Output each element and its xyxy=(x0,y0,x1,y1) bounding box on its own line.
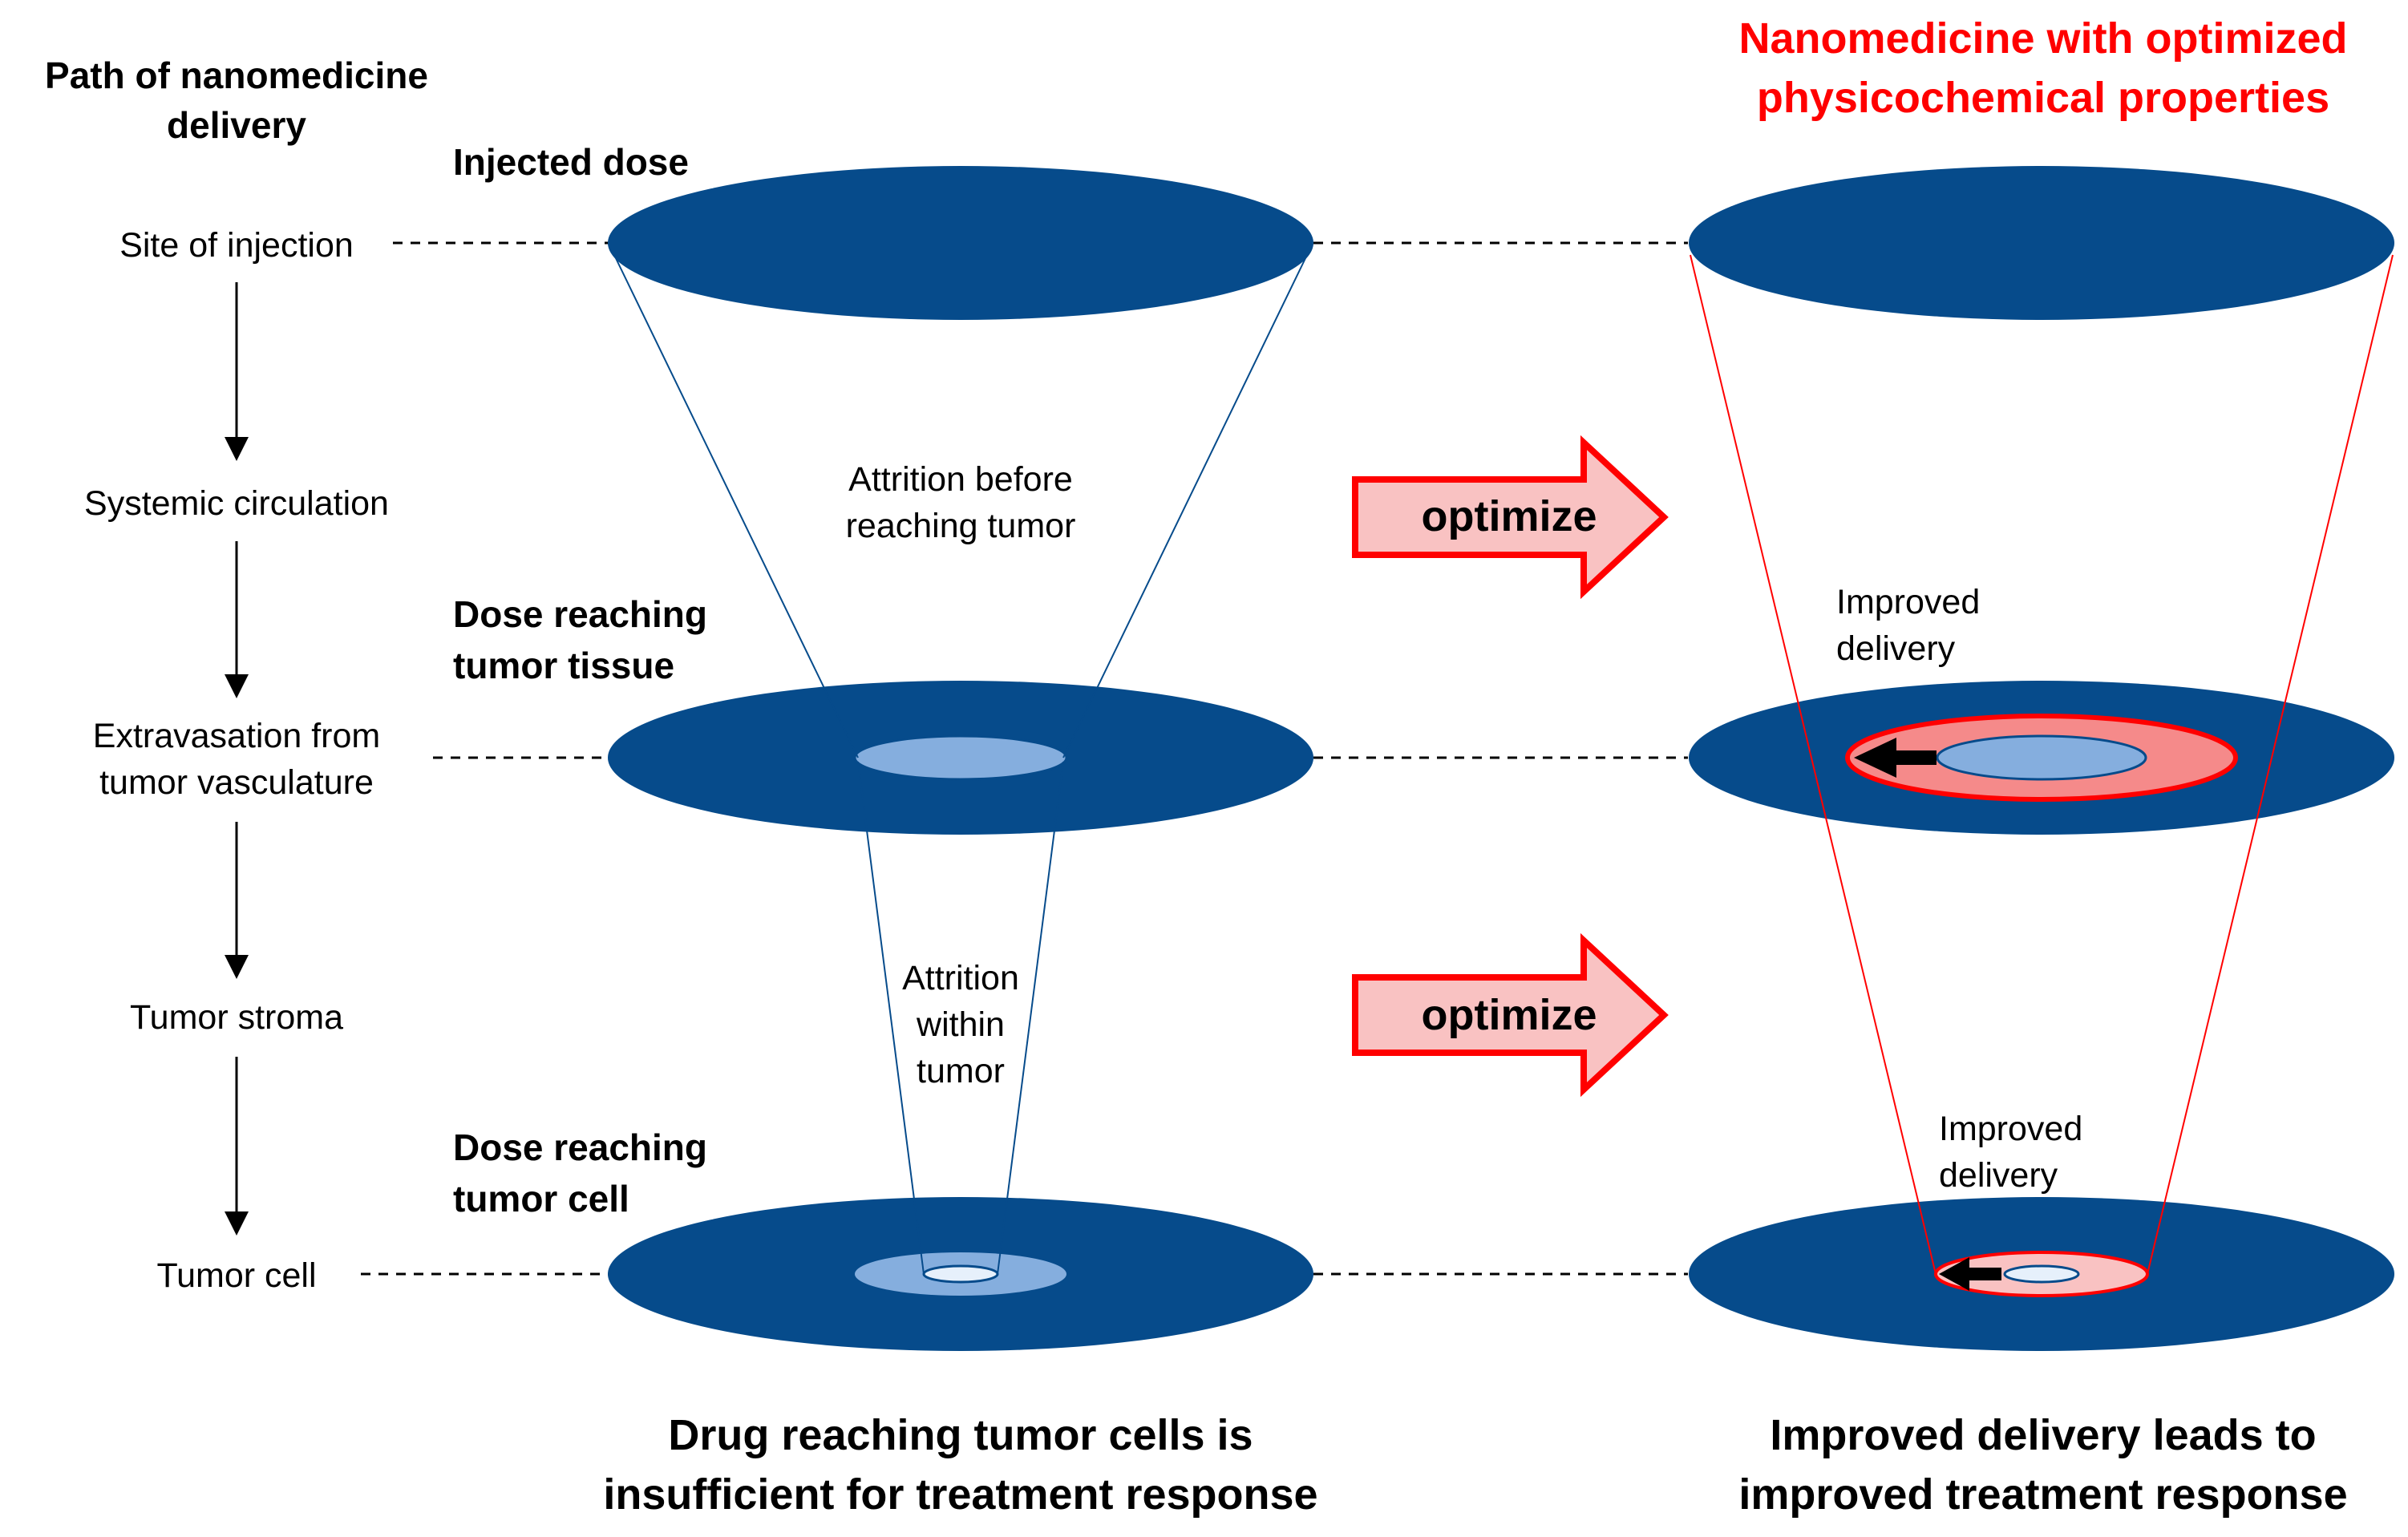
improved-delivery-lower-line2: delivery xyxy=(1939,1156,2058,1195)
right-title-line1: Nanomedicine with optimized xyxy=(1738,14,2347,63)
label-injected-dose: Injected dose xyxy=(453,141,689,183)
path-title-line2: delivery xyxy=(167,104,306,146)
push-arrow-lower xyxy=(1939,1257,2001,1291)
red-funnel-left-edge xyxy=(1690,254,1937,1275)
red-funnel-right-edge xyxy=(2147,254,2394,1275)
left-caption-line1: Drug reaching tumor cells is xyxy=(668,1411,1253,1459)
attrition-before-line1: Attrition before xyxy=(848,460,1073,499)
label-dose-tumor-cell-line2: tumor cell xyxy=(453,1178,629,1219)
inner-disc-tumor-tissue-left xyxy=(853,734,1068,781)
optimize-arrow-upper: optimize xyxy=(1352,435,1669,600)
push-arrow-upper xyxy=(1854,738,1937,778)
step-site-of-injection: Site of injection xyxy=(119,226,354,265)
disc-injected-dose-right xyxy=(1689,166,2394,320)
path-column: Path of nanomedicine delivery Site of in… xyxy=(45,55,428,1295)
dashed-connectors xyxy=(361,241,1688,1276)
path-title-line1: Path of nanomedicine xyxy=(45,55,428,96)
funnel-upper-right-edge xyxy=(1062,254,1308,758)
optimize-label-lower: optimize xyxy=(1421,991,1597,1039)
step-extravasation-line2: tumor vasculature xyxy=(99,763,374,802)
left-caption-line2: insufficient for treatment response xyxy=(603,1470,1317,1519)
label-dose-tumor-cell-line1: Dose reaching xyxy=(453,1126,707,1168)
attrition-within-line3: tumor xyxy=(917,1052,1005,1090)
right-funnel: Nanomedicine with optimized physicochemi… xyxy=(1689,14,2394,1519)
attrition-before-line2: reaching tumor xyxy=(846,507,1076,545)
improved-delivery-lower-line1: Improved xyxy=(1939,1110,2082,1148)
inner-disc-tumor-tissue-right xyxy=(1936,734,2147,781)
core-disc-tumor-cell-left xyxy=(922,1264,999,1284)
step-tumor-cell: Tumor cell xyxy=(156,1256,316,1295)
optimize-label-upper: optimize xyxy=(1421,492,1597,540)
core-disc-tumor-cell-right xyxy=(2003,1264,2080,1284)
attrition-within-line2: within xyxy=(916,1005,1005,1044)
right-caption-line2: improved treatment response xyxy=(1738,1470,2347,1519)
label-dose-tumor-tissue-line2: tumor tissue xyxy=(453,645,674,686)
funnel-upper-left-edge xyxy=(613,254,859,758)
step-systemic-circulation: Systemic circulation xyxy=(84,484,389,523)
left-funnel: Injected dose Dose reaching tumor tissue… xyxy=(453,141,1318,1519)
right-title-line2: physicochemical properties xyxy=(1757,74,2329,122)
optimize-arrow-lower: optimize xyxy=(1352,932,1669,1098)
attrition-within-line1: Attrition xyxy=(902,959,1019,997)
right-caption-line1: Improved delivery leads to xyxy=(1770,1411,2316,1459)
improved-delivery-upper-line1: Improved xyxy=(1836,583,1980,621)
step-tumor-stroma: Tumor stroma xyxy=(130,998,343,1037)
funnel-lower-left-edge xyxy=(857,761,925,1275)
label-dose-tumor-tissue-line1: Dose reaching xyxy=(453,593,707,635)
funnel-lower-right-edge xyxy=(997,761,1064,1275)
disc-injected-dose-left xyxy=(608,166,1313,320)
step-extravasation-line1: Extravasation from xyxy=(93,717,380,755)
improved-delivery-upper-line2: delivery xyxy=(1836,629,1956,668)
